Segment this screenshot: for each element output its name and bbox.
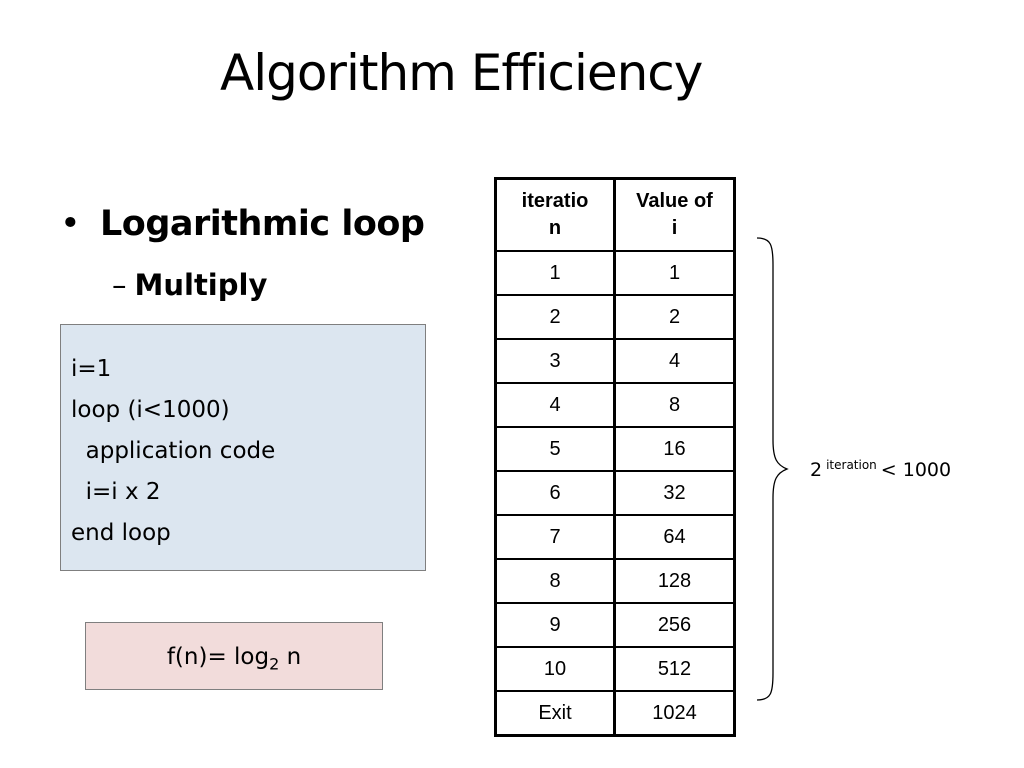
- code-line: i=1: [71, 356, 112, 382]
- cell-value: 4: [613, 338, 736, 384]
- cell-iteration: 7: [494, 514, 616, 560]
- slide-title: Algorithm Efficiency: [220, 44, 703, 102]
- cell-value: 2: [613, 294, 736, 340]
- formula-prefix: f(n)= log: [166, 644, 270, 670]
- cell-value: 64: [613, 514, 736, 560]
- code-line: end loop: [71, 520, 171, 546]
- formula-suffix: n: [279, 644, 302, 670]
- cell-value: 32: [613, 470, 736, 516]
- cell-iteration: 1: [494, 250, 616, 296]
- bullet-text: Logarithmic loop: [100, 204, 425, 244]
- cell-value: 1024: [613, 690, 736, 737]
- code-line: loop (i<1000): [71, 397, 230, 423]
- code-line: i=i x 2: [71, 479, 161, 505]
- cell-iteration: 2: [494, 294, 616, 340]
- cell-iteration: 9: [494, 602, 616, 648]
- cell-value: 1: [613, 250, 736, 296]
- cell-iteration: 4: [494, 382, 616, 428]
- note-exponent: iteration: [826, 458, 877, 472]
- cell-iteration: 10: [494, 646, 616, 692]
- cell-iteration: 6: [494, 470, 616, 516]
- code-box: i=1 loop (i<1000) application code i=i x…: [60, 324, 426, 571]
- subbullet-multiply: –Multiply: [112, 268, 267, 302]
- note-base: 2: [810, 459, 823, 481]
- cell-value: 16: [613, 426, 736, 472]
- cell-iteration: 3: [494, 338, 616, 384]
- cell-value: 512: [613, 646, 736, 692]
- formula-subscript: 2: [269, 654, 280, 674]
- subbullet-text: Multiply: [134, 268, 268, 302]
- cell-iteration: Exit: [494, 690, 616, 737]
- formula-box: f(n)= log2 n: [85, 622, 383, 690]
- cell-iteration: 5: [494, 426, 616, 472]
- note-rest: < 1000: [880, 459, 952, 481]
- bullet-logarithmic-loop: • Logarithmic loop: [60, 204, 425, 244]
- subbullet-dash-icon: –: [112, 268, 127, 302]
- bullet-dot-icon: •: [60, 204, 81, 244]
- cell-iteration: 8: [494, 558, 616, 604]
- cell-value: 8: [613, 382, 736, 428]
- curly-brace-icon: [756, 237, 789, 701]
- cell-value: 128: [613, 558, 736, 604]
- cell-value: 256: [613, 602, 736, 648]
- code-line: application code: [71, 438, 276, 464]
